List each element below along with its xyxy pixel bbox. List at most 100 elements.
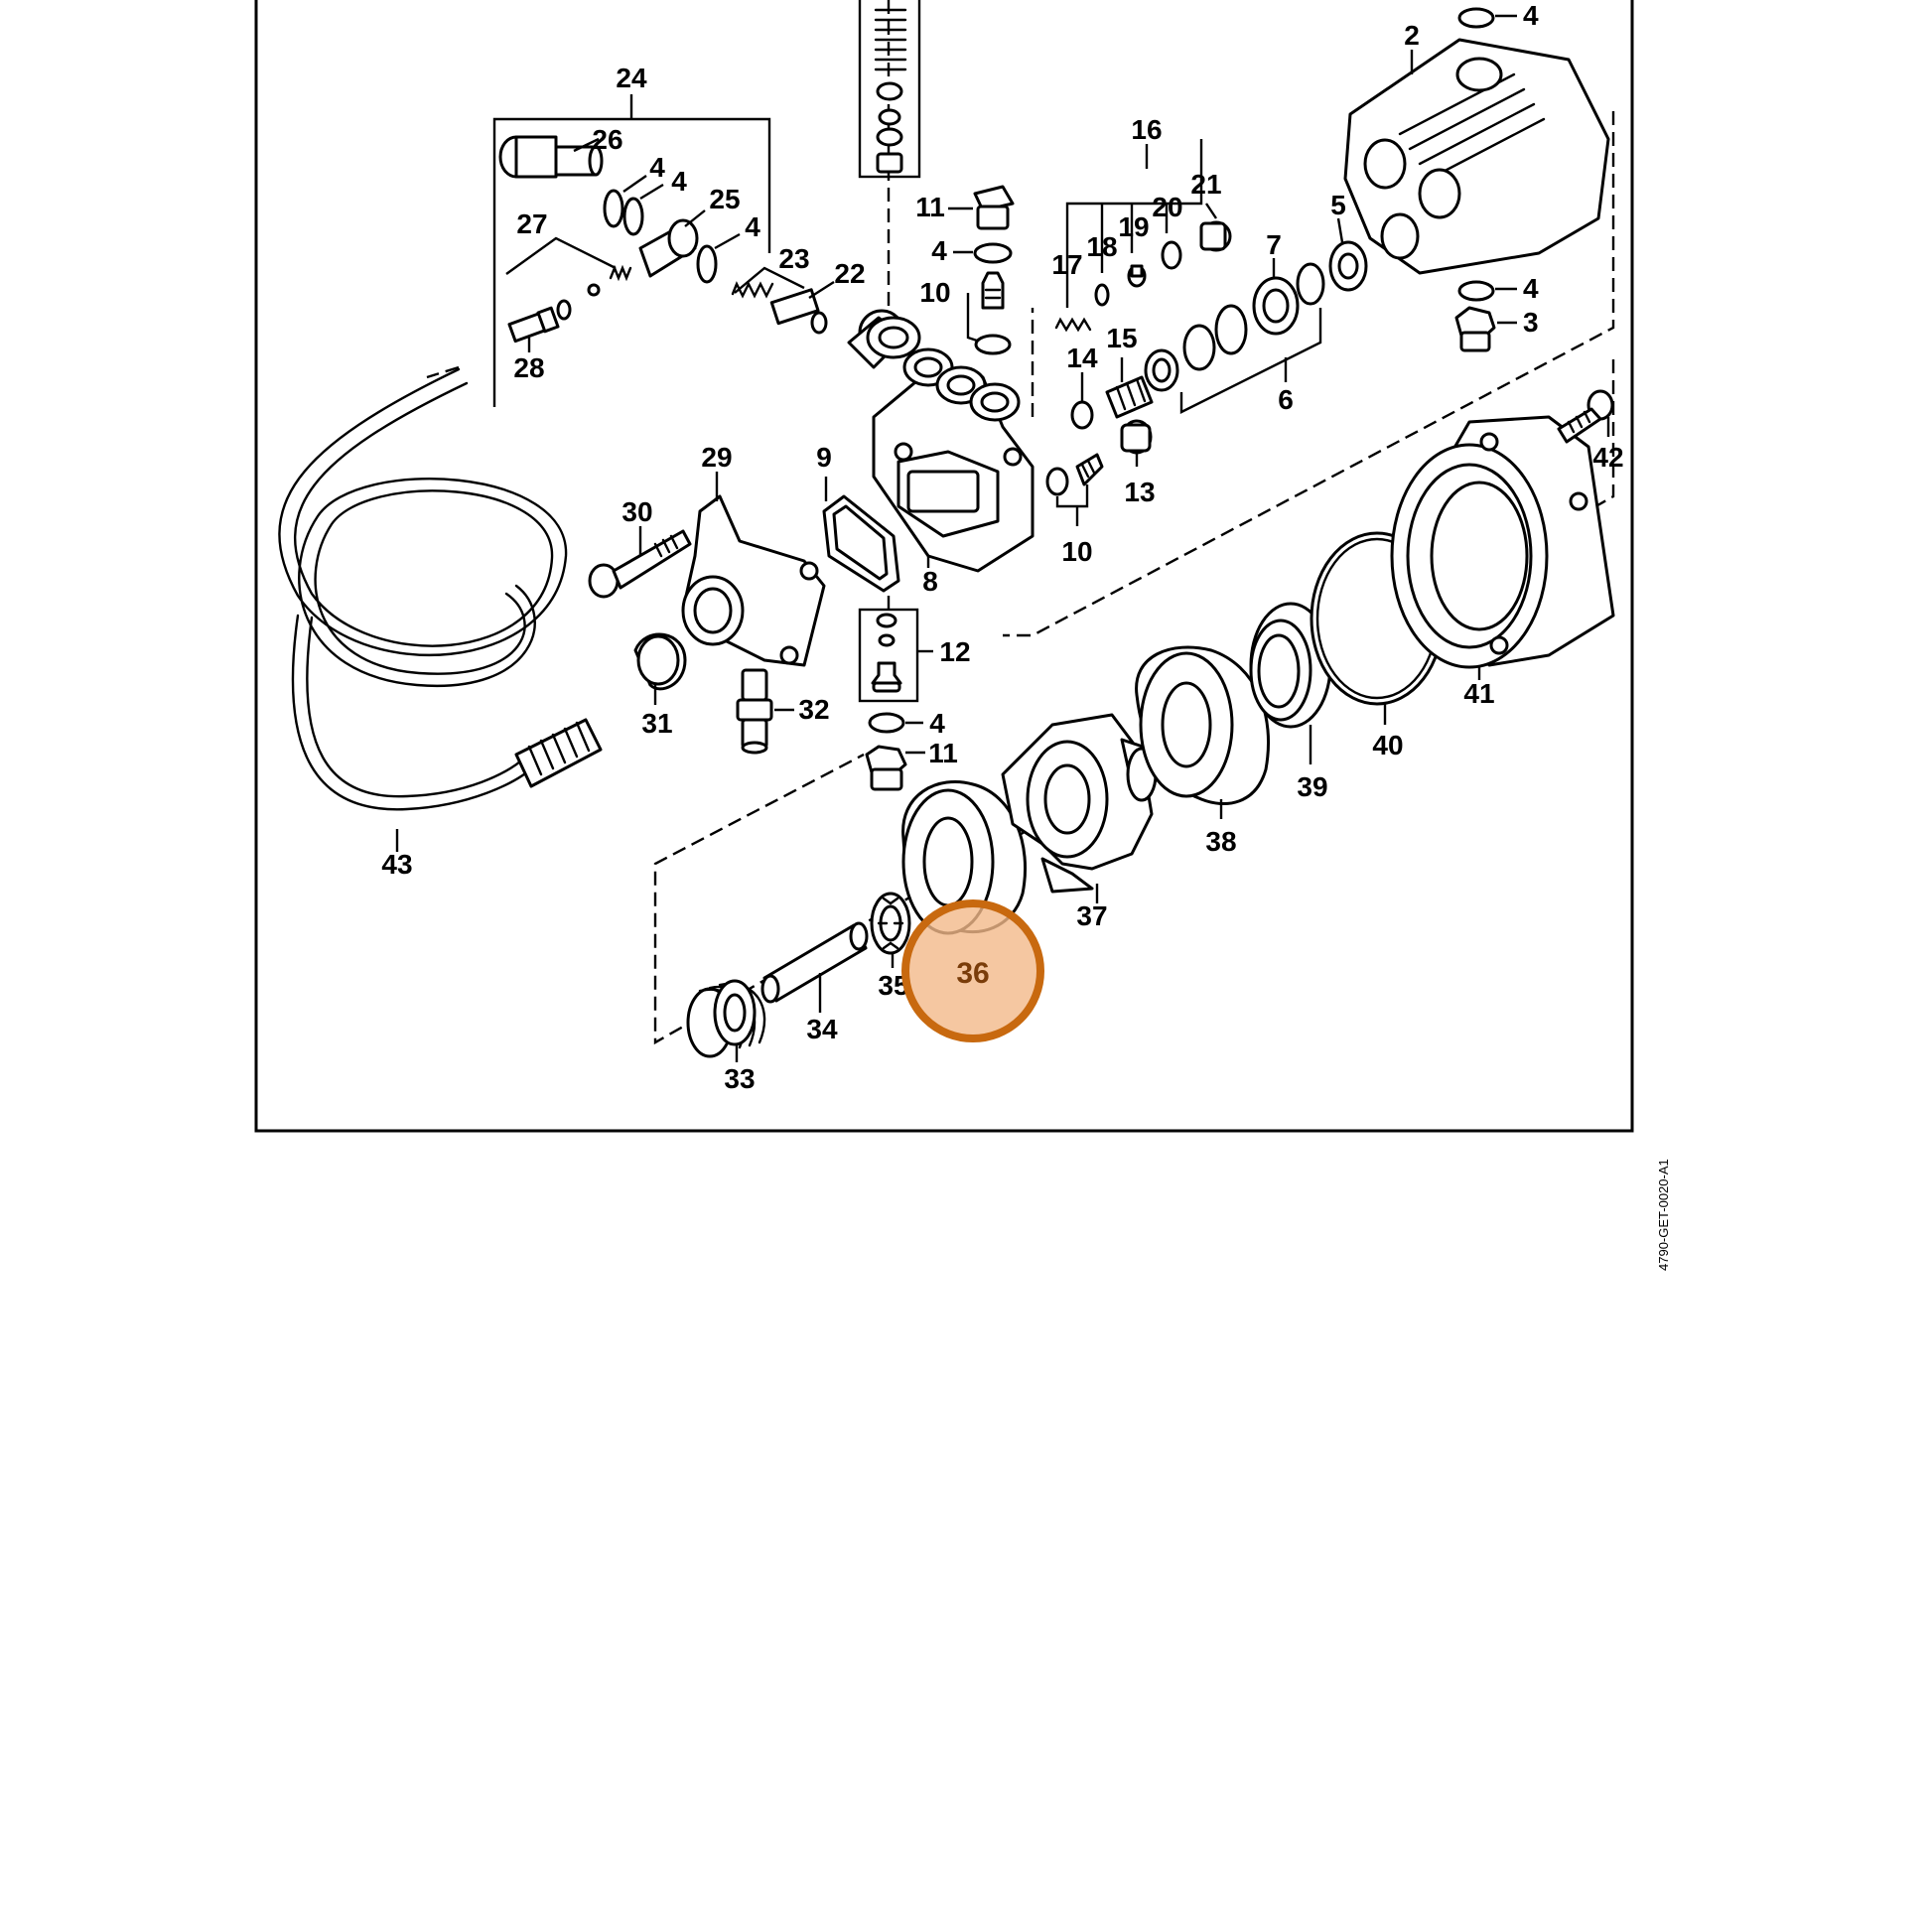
callout-29: 29 <box>701 442 732 473</box>
callout-4-kit-c: 4 <box>745 211 760 242</box>
callout-40: 40 <box>1372 730 1403 760</box>
part-18-disc <box>1094 283 1110 307</box>
assembly-dash-upper <box>1003 111 1615 637</box>
diagram-frame <box>254 0 1634 1133</box>
part-4-oring-mid <box>973 242 1013 264</box>
part-12-valve <box>871 661 902 693</box>
callout-5: 5 <box>1330 190 1346 220</box>
callout-10-lower: 10 <box>1061 536 1092 567</box>
callout-17: 17 <box>1051 249 1082 280</box>
callout-38: 38 <box>1205 826 1236 857</box>
leader-4c <box>714 232 741 250</box>
part-37-cam <box>1001 713 1162 894</box>
callout-15: 15 <box>1106 323 1137 353</box>
callout-21: 21 <box>1190 169 1221 200</box>
callout-37: 37 <box>1076 900 1107 931</box>
part-23-spring <box>731 281 774 299</box>
part-7-seal <box>1252 276 1300 336</box>
callout-12: 12 <box>939 636 970 667</box>
leader-21 <box>1205 203 1217 219</box>
assembly-dash-lower <box>653 359 1615 1045</box>
leader-5 <box>1336 217 1344 243</box>
callout-41: 41 <box>1463 678 1494 709</box>
part-26-fitting <box>498 135 604 179</box>
part-14-oring <box>1070 400 1094 430</box>
callout-8: 8 <box>922 566 938 597</box>
callout-18: 18 <box>1086 231 1117 262</box>
leader-23 <box>734 266 805 294</box>
part-6-seals <box>1144 262 1325 392</box>
part-12-ring-b <box>878 633 896 647</box>
callout-28: 28 <box>513 352 544 383</box>
callout-4-mid: 4 <box>931 235 947 266</box>
highlight-circle[interactable] <box>901 899 1044 1042</box>
callout-11-top: 11 <box>915 192 945 222</box>
part-9-gasket <box>822 494 900 593</box>
callout-19: 19 <box>1118 211 1149 242</box>
part-10-valve-lower <box>1075 453 1104 486</box>
callout-39: 39 <box>1297 771 1327 802</box>
part-27-ball <box>587 283 601 297</box>
callout-9: 9 <box>816 442 832 473</box>
callout-11-lower: 11 <box>928 738 958 768</box>
part-15-spring-seat <box>1105 375 1154 419</box>
callout-31: 31 <box>641 708 672 739</box>
part-43-hose <box>278 367 603 811</box>
bracket-10-top <box>966 293 984 345</box>
callout-42: 42 <box>1592 442 1623 473</box>
part-20-oring <box>1161 240 1182 270</box>
callout-6: 6 <box>1278 384 1294 415</box>
callout-3: 3 <box>1523 307 1539 338</box>
callout-34: 34 <box>806 1014 838 1044</box>
part-8-pump-head <box>847 309 1035 573</box>
callout-22: 22 <box>834 258 865 289</box>
document-code: 4790-GET-0020-A1 <box>1656 1159 1671 1271</box>
part-3-plug <box>1454 306 1496 352</box>
callout-4-kit-b: 4 <box>671 166 687 197</box>
part-42-screw <box>1557 389 1614 444</box>
callout-33: 33 <box>724 1063 755 1094</box>
part-10-ring-top <box>974 334 1012 355</box>
callout-43: 43 <box>381 849 412 880</box>
callout-27: 27 <box>516 208 547 239</box>
part-11-plug-top <box>973 185 1015 230</box>
part-4-oring-right <box>1457 280 1495 302</box>
part-31-cap <box>633 632 687 691</box>
callout-32: 32 <box>798 694 829 725</box>
part-38-bearing <box>1135 645 1271 806</box>
part-36-bearing <box>901 779 1028 935</box>
callout-13: 13 <box>1124 477 1155 507</box>
leader-26 <box>573 137 600 153</box>
valve-column-parts <box>858 0 921 179</box>
assembly-dash-left <box>426 365 460 379</box>
callout-10-top: 10 <box>919 277 950 308</box>
part-11-plug-lower <box>865 745 907 791</box>
part-28-nipple <box>507 299 572 344</box>
callout-30: 30 <box>621 496 652 527</box>
part-10-valve-top <box>981 271 1005 310</box>
leader-4a <box>622 175 647 193</box>
callout-4-lower: 4 <box>929 708 945 739</box>
part-41-flange <box>1390 415 1615 669</box>
part-29-bracket <box>681 494 826 667</box>
callout-4-right: 4 <box>1523 273 1539 304</box>
part-35-washer <box>870 892 911 955</box>
callout-2: 2 <box>1404 20 1420 51</box>
bracket-27 <box>505 236 617 275</box>
callout-24: 24 <box>616 63 647 93</box>
callout-23: 23 <box>778 243 809 274</box>
part-34-pin <box>760 921 869 1004</box>
highlight-marker-36[interactable]: 36 <box>901 899 1044 1042</box>
callout-20: 20 <box>1152 192 1182 222</box>
part-30-bolt <box>588 529 692 599</box>
part-39-seal <box>1249 602 1332 729</box>
part-22-pin <box>769 288 828 335</box>
callout-26: 26 <box>592 124 622 155</box>
bracket-16 <box>1065 139 1203 308</box>
callout-4-top-right: 4 <box>1523 0 1539 31</box>
leader-4b <box>639 183 664 201</box>
part-4-oring-top-right <box>1457 7 1495 29</box>
part-33-spring <box>686 979 766 1058</box>
part-2-housing <box>1343 38 1610 275</box>
